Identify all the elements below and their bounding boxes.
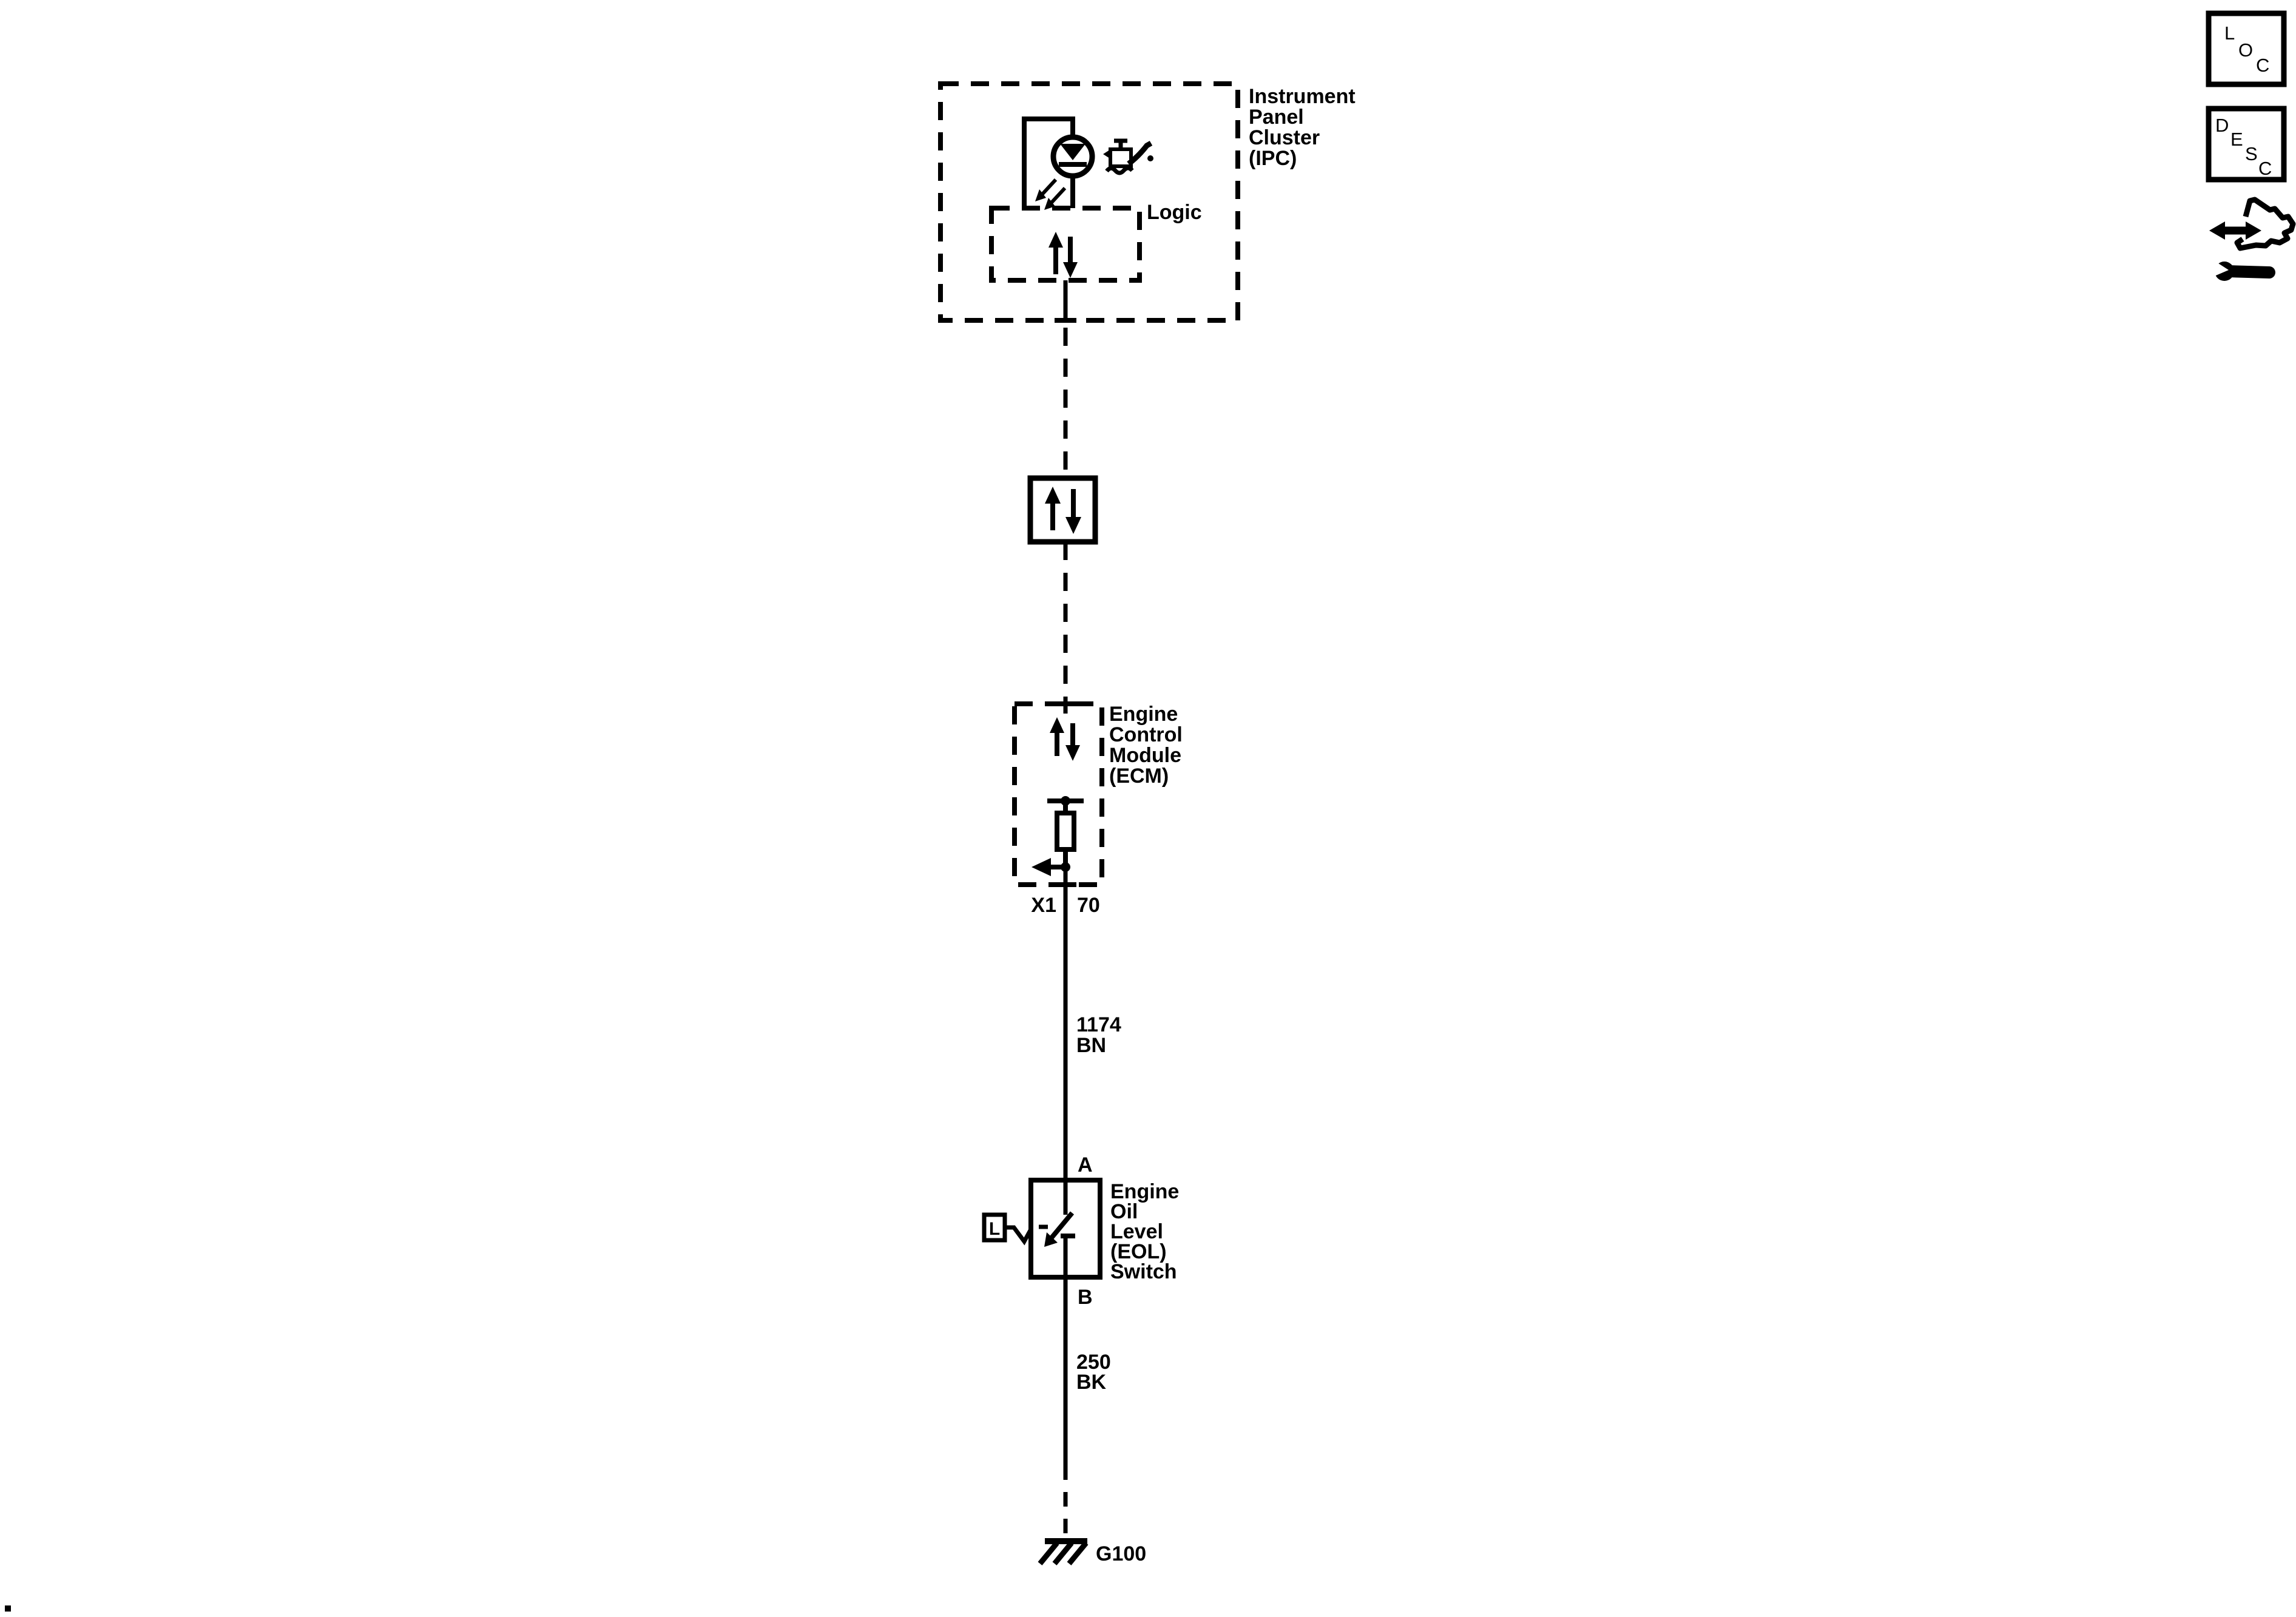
ipc-block: Instrument Panel Cluster (IPC): [938, 81, 1356, 323]
eol-switch-block: L Engine Oil Level (EOL) Switch: [982, 1178, 1179, 1283]
pullup-resistor-icon: [1047, 796, 1084, 872]
loc-button-frame[interactable]: [2206, 10, 2287, 87]
eol-pin-b: B: [1078, 1286, 1093, 1309]
wrench-icon: [2210, 258, 2275, 281]
signal-arrow-icon: [1032, 858, 1064, 876]
ground-label: G100: [1096, 1542, 1146, 1565]
ecm-pin-number: 70: [1077, 894, 1100, 917]
ipc-label-line1: Instrument: [1249, 85, 1356, 108]
eol-label-line5: Switch: [1110, 1260, 1177, 1283]
serial-data-arrows-icon: [1050, 717, 1080, 761]
ipc-label-line2: Panel: [1249, 106, 1304, 129]
ecm-label: Engine Control Module (ECM): [1109, 703, 1183, 788]
ground-wire-label: 250 BK: [1076, 1351, 1111, 1394]
eol-pin-a: A: [1078, 1153, 1093, 1176]
ecm-label-line3: Module: [1109, 744, 1181, 767]
indicator-lamp-icon: [1035, 134, 1095, 210]
serial-data-box: [1027, 475, 1098, 545]
desc-letter-c: C: [2258, 158, 2272, 179]
level-sensor-letter: L: [989, 1219, 1000, 1239]
signal-wire-label: 1174 BN: [1076, 1013, 1121, 1057]
switch-contact-icon: [1039, 1180, 1075, 1277]
serial-data-node: [1027, 475, 1098, 545]
ecm-pin: X1 70: [1031, 894, 1099, 917]
serial-data-arrows-icon: [1048, 232, 1078, 278]
ipc-label-line4: (IPC): [1249, 147, 1297, 170]
loc-button[interactable]: L O C: [2206, 10, 2287, 87]
ipc-label: Instrument Panel Cluster (IPC): [1249, 85, 1356, 170]
ipc-logic-box: [989, 206, 1142, 283]
lamp-circuit-loop: [1022, 116, 1075, 208]
ecm-label-line2: Control: [1109, 723, 1183, 746]
wire-color: BK: [1076, 1371, 1107, 1394]
ground-icon: [1038, 1538, 1089, 1565]
repair-tools-icon[interactable]: [2209, 197, 2296, 281]
ecm-label-line1: Engine: [1109, 703, 1178, 726]
ecm-label-line4: (ECM): [1109, 765, 1169, 788]
ipc-label-line3: Cluster: [1249, 126, 1320, 149]
oil-can-icon: [1103, 138, 1153, 175]
ipc-dashed-box: [938, 81, 1240, 323]
double-arrow-icon: [2209, 221, 2261, 240]
eol-label-line3: Level: [1110, 1220, 1163, 1243]
loc-letter-o: O: [2238, 39, 2253, 61]
desc-letter-e: E: [2230, 129, 2243, 150]
desc-letter-d: D: [2215, 115, 2229, 136]
ecm-connector-label: X1: [1031, 894, 1056, 917]
eol-label-line4: (EOL): [1110, 1240, 1167, 1263]
desc-button-frame[interactable]: [2206, 106, 2287, 183]
eol-switch-label: Engine Oil Level (EOL) Switch: [1110, 1180, 1179, 1283]
eol-label-line2: Oil: [1110, 1200, 1138, 1223]
harness-outline-icon: [2234, 197, 2296, 251]
loc-letter-c: C: [2256, 55, 2269, 76]
page-artifact-dot: [5, 1605, 11, 1612]
loc-letter-l: L: [2224, 22, 2235, 44]
wire-color: BN: [1076, 1034, 1106, 1057]
circuit-number: 1174: [1076, 1013, 1121, 1036]
eol-label-line1: Engine: [1110, 1180, 1179, 1203]
circuit-number: 250: [1076, 1351, 1111, 1374]
level-sensor-icon: L: [982, 1212, 1033, 1246]
desc-letter-s: S: [2245, 143, 2258, 164]
desc-button[interactable]: D E S C: [2206, 106, 2287, 183]
ecm-block: Engine Control Module (ECM) X1 70: [1012, 701, 1183, 917]
logic-label: Logic: [1147, 201, 1202, 224]
